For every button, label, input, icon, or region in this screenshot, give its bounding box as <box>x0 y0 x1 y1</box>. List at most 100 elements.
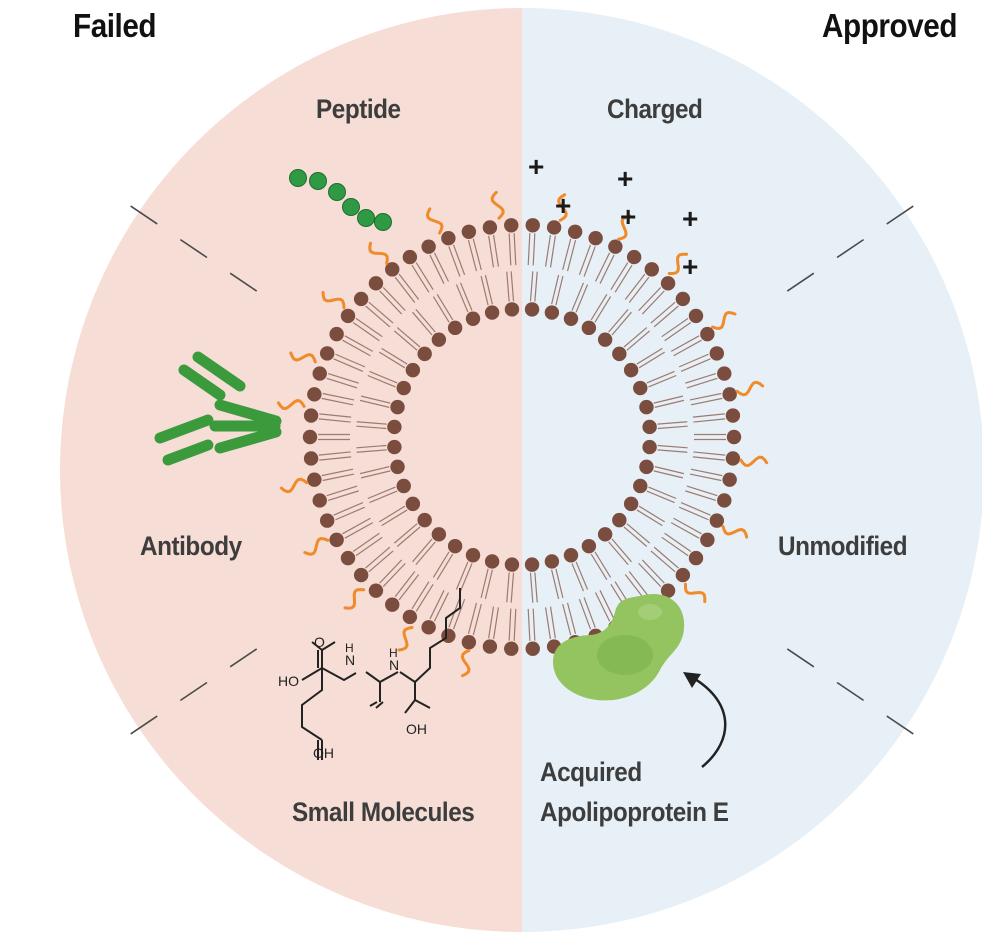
peg-chain <box>289 351 317 364</box>
lipid-head <box>612 512 627 528</box>
lipid-tail <box>506 572 510 603</box>
charged-label: Charged <box>607 94 703 124</box>
lipid-tail <box>326 377 358 389</box>
lipid-tail <box>455 561 469 590</box>
lipid-tail <box>360 470 391 479</box>
lipid-tail <box>650 301 676 324</box>
lipid-tail <box>480 568 489 599</box>
lipid-head <box>461 224 477 239</box>
lipid-tail <box>378 505 406 523</box>
lipid-tail <box>670 335 700 352</box>
lipid-tail <box>335 353 366 368</box>
lipid-tail <box>379 559 403 584</box>
charge-plus: + <box>528 151 544 182</box>
lipid-tail <box>555 275 564 306</box>
lipid-tail <box>692 456 725 461</box>
lipid-tail <box>508 608 512 641</box>
lipid-tail <box>551 569 560 600</box>
lipid-tail <box>685 490 717 502</box>
lipid-tail <box>472 238 482 271</box>
lipid-tail <box>396 327 421 348</box>
lipid-head <box>675 291 691 307</box>
lipid-tail <box>318 418 351 423</box>
lipid-head <box>623 362 639 378</box>
peg-chain <box>711 310 737 331</box>
lipid-head <box>700 326 715 342</box>
peptide-chain <box>289 169 392 231</box>
lipid-tail <box>365 546 391 569</box>
lipid-tail <box>378 351 406 369</box>
lipid-tail <box>379 290 403 315</box>
lipid-head <box>722 387 737 402</box>
lipid-tail <box>365 305 391 328</box>
lipid-tail <box>611 538 632 563</box>
lipid-head <box>431 332 447 347</box>
lipid-head <box>482 639 498 654</box>
lipid-head <box>660 276 676 291</box>
lipid-tail <box>411 264 430 293</box>
lipid-head <box>504 302 520 317</box>
lipid-head <box>525 218 540 233</box>
peg-chain <box>425 207 444 235</box>
lipid-head <box>581 320 597 336</box>
lipid-tail <box>356 449 387 453</box>
lipid-tail <box>319 456 352 461</box>
sector-divider-dash <box>179 681 208 702</box>
peg-chain <box>739 455 769 468</box>
lipid-head <box>725 451 741 466</box>
lipid-tail <box>356 444 387 449</box>
peg-chain <box>684 582 707 604</box>
lipid-tail <box>653 305 679 328</box>
lipid-tail <box>319 413 352 418</box>
lipid-head <box>385 597 400 612</box>
lipid-head <box>303 408 319 423</box>
lipid-tail <box>394 571 416 598</box>
lipid-head <box>709 346 725 361</box>
approved-half-background <box>522 8 982 932</box>
lipid-head <box>688 550 704 566</box>
lipid-tail <box>412 311 433 336</box>
lipid-head <box>329 532 344 548</box>
molecule-label-oh-right: OH <box>406 721 427 737</box>
peptide-bead <box>357 209 375 227</box>
lipid-head <box>319 346 335 361</box>
lipid-tail <box>661 536 689 557</box>
antibody-label: Antibody <box>140 531 242 561</box>
lipid-head <box>307 472 322 487</box>
lipid-tail <box>678 506 709 521</box>
peg-chains <box>276 190 769 680</box>
lipid-tail <box>360 395 391 404</box>
sector-divider-dash <box>229 648 258 668</box>
lipid-tail <box>594 252 611 282</box>
molecule-label-o: O <box>314 634 325 650</box>
lipid-tail <box>484 569 493 600</box>
lipid-tail <box>436 553 454 581</box>
lipid-head <box>307 387 322 402</box>
sector-divider-dash <box>229 272 258 292</box>
peptide-bead <box>342 198 360 216</box>
sector-divider-dash <box>130 205 158 225</box>
lipid-tail <box>661 317 689 338</box>
lipid-tail <box>356 425 387 430</box>
lipid-tail <box>608 541 629 566</box>
lipid-tail <box>624 273 646 300</box>
lipid-head <box>700 532 715 548</box>
lipid-tail <box>638 562 662 587</box>
lipid-tail <box>673 339 702 357</box>
lipid-tail <box>492 234 500 267</box>
lipid-tail <box>411 581 430 610</box>
charge-plus: + <box>682 203 698 234</box>
lipid-tail <box>583 246 596 277</box>
lipid-tail <box>508 233 512 266</box>
sector-divider-dash <box>179 238 208 259</box>
lipid-tail <box>689 392 722 401</box>
lipid-head <box>588 230 603 246</box>
lipid-head <box>633 380 648 396</box>
lipid-tail <box>398 273 420 300</box>
peg-chain <box>397 626 414 652</box>
lipid-head <box>303 451 319 466</box>
lipid-head <box>675 567 691 583</box>
lipid-head <box>597 527 613 542</box>
sector-divider-dash <box>786 648 815 668</box>
